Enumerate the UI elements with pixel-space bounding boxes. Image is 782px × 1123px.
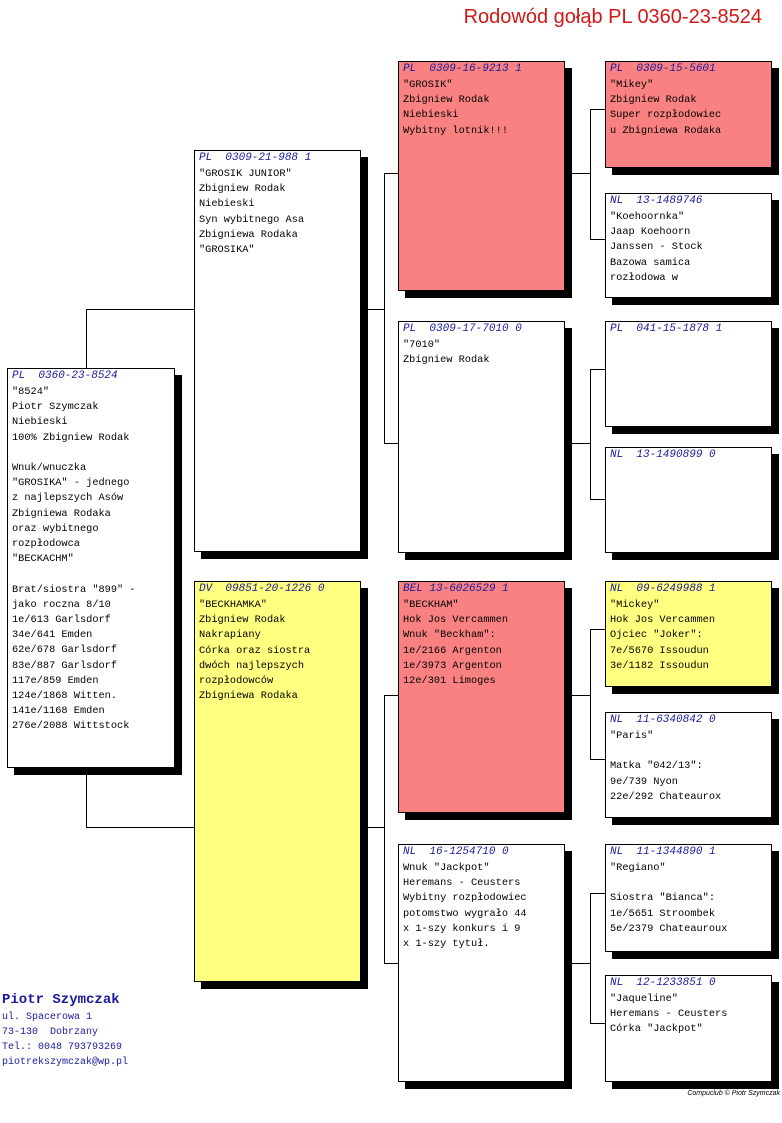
ring-number: BEL 13-6026529 1: [403, 583, 509, 595]
pigeon-description: "Paris" Matka "042/13": 9e/739 Nyon 22e/…: [610, 730, 722, 803]
connector-line: [86, 309, 194, 310]
pigeon-card-mmf: NL 11-1344890 1 "Regiano" Siostra "Bianc…: [605, 844, 772, 952]
connector-line: [565, 963, 590, 964]
pigeon-card-mff: NL 09-6249988 1 "Mickey" Hok Jos Vercamm…: [605, 581, 772, 687]
connector-line: [590, 1023, 605, 1024]
ring-number: DV 09851-20-1226 0: [199, 583, 325, 595]
connector-line: [384, 443, 398, 444]
connector-line: [384, 173, 385, 443]
pigeon-card-father-mother: PL 0309-17-7010 0 "7010" Zbigniew Rodak: [398, 321, 565, 553]
connector-line: [86, 827, 194, 828]
connector-line: [590, 239, 605, 240]
connector-line: [384, 963, 398, 964]
page-title: Rodowód gołąb PL 0360-23-8524: [463, 6, 762, 28]
connector-line: [565, 443, 590, 444]
owner-name: Piotr Szymczak: [2, 992, 120, 1008]
ring-number: NL 13-1490899 0: [610, 449, 716, 461]
ring-number: NL 12-1233851 0: [610, 977, 716, 989]
connector-line: [590, 499, 605, 500]
ring-number: PL 0309-16-9213 1: [403, 63, 522, 75]
pigeon-card-mfm: NL 11-6340842 0 "Paris" Matka "042/13": …: [605, 712, 772, 818]
ring-number: NL 09-6249988 1: [610, 583, 716, 595]
pigeon-card-mother: DV 09851-20-1226 0 "BECKHAMKA" Zbigniew …: [194, 581, 361, 982]
pigeon-card-mother-father: BEL 13-6026529 1 "BECKHAM" Hok Jos Verca…: [398, 581, 565, 813]
pigeon-description: "Mickey" Hok Jos Vercammen Ojciec "Joker…: [610, 599, 716, 672]
ring-number: NL 11-6340842 0: [610, 714, 716, 726]
pigeon-card-fmm: NL 13-1490899 0: [605, 447, 772, 553]
connector-line: [590, 629, 591, 759]
ring-number: PL 0309-21-988 1: [199, 152, 312, 164]
connector-line: [384, 695, 385, 963]
pigeon-card-mmm: NL 12-1233851 0 "Jaqueline" Heremans - C…: [605, 975, 772, 1082]
pigeon-card-father-father: PL 0309-16-9213 1 "GROSIK" Zbigniew Roda…: [398, 61, 565, 291]
connector-line: [565, 173, 590, 174]
pigeon-description: "BECKHAM" Hok Jos Vercammen Wnuk "Beckha…: [403, 599, 509, 688]
connector-line: [590, 109, 605, 110]
connector-line: [590, 369, 591, 499]
ring-number: PL 041-15-1878 1: [610, 323, 723, 335]
ring-number: NL 16-1254710 0: [403, 846, 509, 858]
connector-line: [590, 893, 605, 894]
pigeon-card-mother-mother: NL 16-1254710 0 Wnuk "Jackpot" Heremans …: [398, 844, 565, 1082]
footer-credit: Compuclub © Piotr Szymczak: [687, 1090, 780, 1097]
ring-number: PL 0309-15-5601: [610, 63, 716, 75]
pigeon-description: "Jaqueline" Heremans - Ceusters Córka "J…: [610, 993, 728, 1036]
pigeon-card-fmf: PL 041-15-1878 1: [605, 321, 772, 427]
pigeon-description: "7010" Zbigniew Rodak: [403, 339, 490, 367]
connector-line: [361, 309, 384, 310]
pigeon-description: [606, 336, 771, 338]
pigeon-card-fff: PL 0309-15-5601 "Mikey" Zbigniew Rodak S…: [605, 61, 772, 168]
owner-contact: Piotr Szymczak ul. Spacerowa 1 73-130 Do…: [2, 990, 128, 1070]
pigeon-description: "BECKHAMKA" Zbigniew Rodak Nakrapiany Có…: [199, 599, 311, 703]
pigeon-card-father: PL 0309-21-988 1 "GROSIK JUNIOR" Zbignie…: [194, 150, 361, 552]
connector-line: [590, 369, 605, 370]
connector-line: [384, 173, 398, 174]
pigeon-description: "Regiano" Siostra "Bianca": 1e/5651 Stro…: [610, 862, 728, 935]
ring-number: NL 13-1489746: [610, 195, 703, 207]
pigeon-description: "Koehoornka" Jaap Koehoorn Janssen - Sto…: [610, 211, 703, 284]
connector-line: [590, 629, 605, 630]
pigeon-description: "Mikey" Zbigniew Rodak Super rozpłodowie…: [610, 79, 722, 137]
pigeon-description: "8524" Piotr Szymczak Niebieski 100% Zbi…: [12, 386, 136, 733]
ring-number: PL 0309-17-7010 0: [403, 323, 522, 335]
connector-line: [86, 768, 87, 827]
ring-number: NL 11-1344890 1: [610, 846, 716, 858]
connector-line: [590, 893, 591, 1023]
owner-address: ul. Spacerowa 1 73-130 Dobrzany Tel.: 00…: [2, 1012, 129, 1068]
connector-line: [565, 695, 590, 696]
connector-line: [384, 695, 398, 696]
ring-number: PL 0360-23-8524: [12, 370, 118, 382]
connector-line: [361, 827, 384, 828]
pigeon-description: "GROSIK JUNIOR" Zbigniew Rodak Niebieski…: [199, 168, 305, 257]
connector-line: [86, 309, 87, 368]
pigeon-description: "GROSIK" Zbigniew Rodak Niebieski Wybitn…: [403, 79, 509, 137]
pigeon-card-subject: PL 0360-23-8524 "8524" Piotr Szymczak Ni…: [7, 368, 175, 768]
connector-line: [590, 109, 591, 239]
pigeon-description: [606, 462, 771, 464]
pigeon-description: Wnuk "Jackpot" Heremans - Ceusters Wybit…: [403, 862, 527, 951]
connector-line: [590, 759, 605, 760]
pigeon-card-ffm: NL 13-1489746 "Koehoornka" Jaap Koehoorn…: [605, 193, 772, 298]
